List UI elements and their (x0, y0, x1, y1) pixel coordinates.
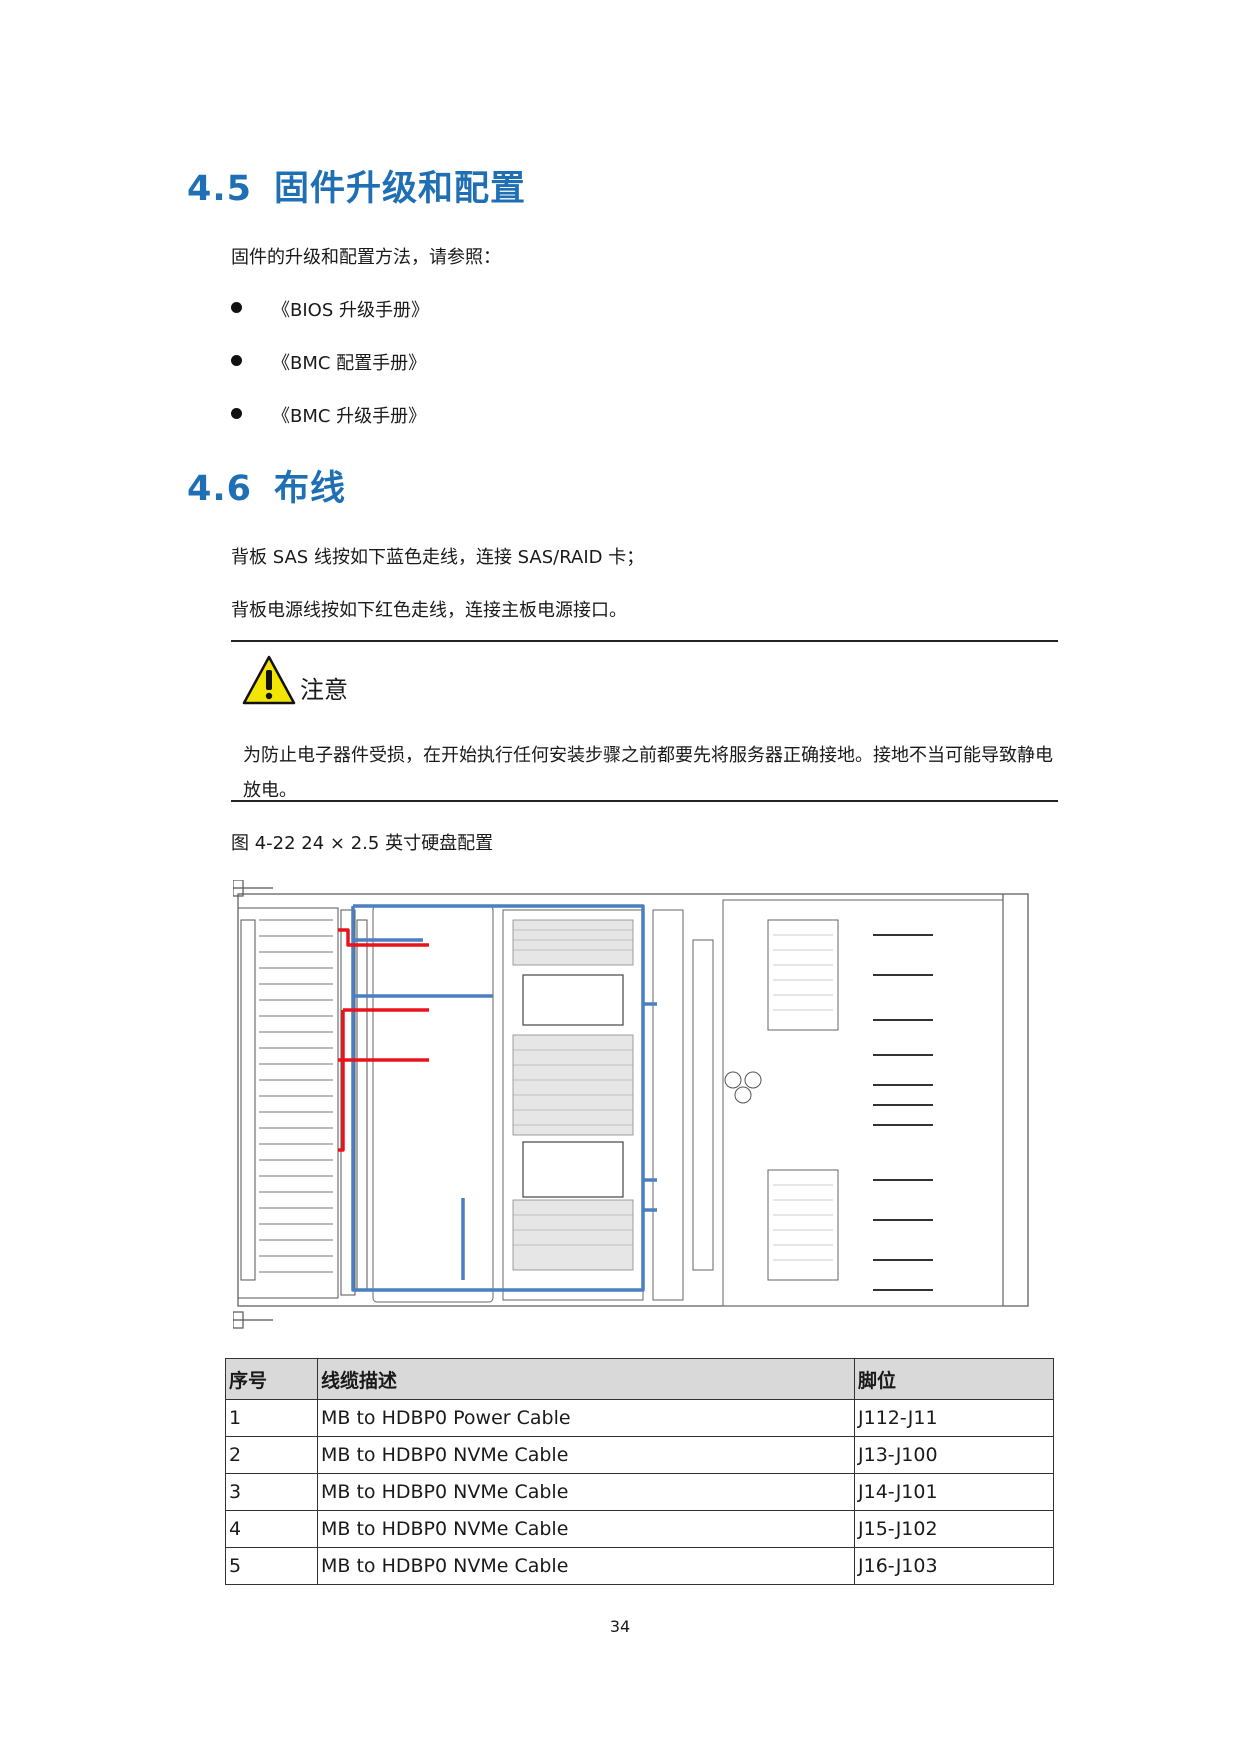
cell-seq: 2 (225, 1436, 318, 1474)
section-number: 4.6 (187, 469, 253, 509)
table-row: 3 MB to HDBP0 NVMe Cable J14-J101 (225, 1473, 1054, 1511)
manual-title: 《BMC 升级手册》 (272, 406, 427, 427)
section-title: 布线 (274, 469, 347, 509)
bullet-icon (231, 302, 242, 313)
cell-description: MB to HDBP0 Power Cable (317, 1399, 855, 1437)
manual-list: 《BIOS 升级手册》 《BMC 配置手册》 《BMC 升级手册》 (231, 296, 429, 455)
section-title: 固件升级和配置 (274, 169, 527, 209)
manual-title: 《BIOS 升级手册》 (272, 300, 429, 321)
column-header-description: 线缆描述 (317, 1358, 855, 1400)
cell-pins: J13-J100 (854, 1436, 1054, 1474)
pcie-slots (873, 934, 933, 1291)
table-row: 5 MB to HDBP0 NVMe Cable J16-J103 (225, 1547, 1054, 1585)
page-number: 34 (609, 1617, 631, 1636)
column-header-seq: 序号 (225, 1358, 318, 1400)
section-heading-4-5: 4.5 固件升级和配置 (187, 160, 526, 211)
list-item: 《BIOS 升级手册》 (231, 296, 429, 349)
cell-description: MB to HDBP0 NVMe Cable (317, 1436, 855, 1474)
cell-pins: J15-J102 (854, 1510, 1054, 1548)
cell-description: MB to HDBP0 NVMe Cable (317, 1510, 855, 1548)
intro-text: 固件的升级和配置方法，请参照： (231, 247, 501, 268)
cpu-sockets (522, 974, 624, 1198)
cabling-diagram (233, 880, 1029, 1329)
notice-top-rule (231, 640, 1058, 642)
list-item: 《BMC 升级手册》 (231, 402, 429, 455)
notice-header: 注意 (242, 655, 348, 705)
cell-seq: 5 (225, 1547, 318, 1585)
manual-title: 《BMC 配置手册》 (272, 353, 427, 374)
cell-pins: J16-J103 (854, 1547, 1054, 1585)
cabling-note-power: 背板电源线按如下红色走线，连接主板电源接口。 (231, 600, 627, 621)
drive-bays (237, 907, 339, 1299)
cell-description: MB to HDBP0 NVMe Cable (317, 1473, 855, 1511)
cabling-note-sas: 背板 SAS 线按如下蓝色走线，连接 SAS/RAID 卡； (231, 547, 645, 568)
column-header-pins: 脚位 (854, 1358, 1054, 1400)
warning-icon (242, 655, 296, 705)
figure-caption: 图 4-22 24 × 2.5 英寸硬盘配置 (231, 833, 494, 854)
bullet-icon (231, 408, 242, 419)
notice-text: 为防止电子器件受损，在开始执行任何安装步骤之前都要先将服务器正确接地。接地不当可… (243, 745, 1053, 801)
table-row: 2 MB to HDBP0 NVMe Cable J13-J100 (225, 1436, 1054, 1474)
fans (724, 1071, 762, 1104)
cell-seq: 4 (225, 1510, 318, 1548)
cell-seq: 1 (225, 1399, 318, 1437)
power-cables (338, 928, 429, 1152)
cell-pins: J14-J101 (854, 1473, 1054, 1511)
table-row: 4 MB to HDBP0 NVMe Cable J15-J102 (225, 1510, 1054, 1548)
table-header-row: 序号 线缆描述 脚位 (225, 1358, 1054, 1400)
cable-table: 序号 线缆描述 脚位 1 MB to HDBP0 Power Cable J11… (225, 1358, 1054, 1585)
notice-title: 注意 (300, 675, 348, 704)
section-number: 4.5 (187, 169, 253, 209)
cell-pins: J112-J11 (854, 1399, 1054, 1437)
cell-description: MB to HDBP0 NVMe Cable (317, 1547, 855, 1585)
cell-seq: 3 (225, 1473, 318, 1511)
list-item: 《BMC 配置手册》 (231, 349, 429, 402)
dimm-slots (512, 919, 634, 1271)
table-row: 1 MB to HDBP0 Power Cable J112-J11 (225, 1399, 1054, 1437)
section-heading-4-6: 4.6 布线 (187, 460, 346, 511)
bullet-icon (231, 355, 242, 366)
notice-bottom-rule (231, 800, 1058, 802)
sas-cables (351, 904, 657, 1292)
pcie-area (722, 899, 1004, 1307)
